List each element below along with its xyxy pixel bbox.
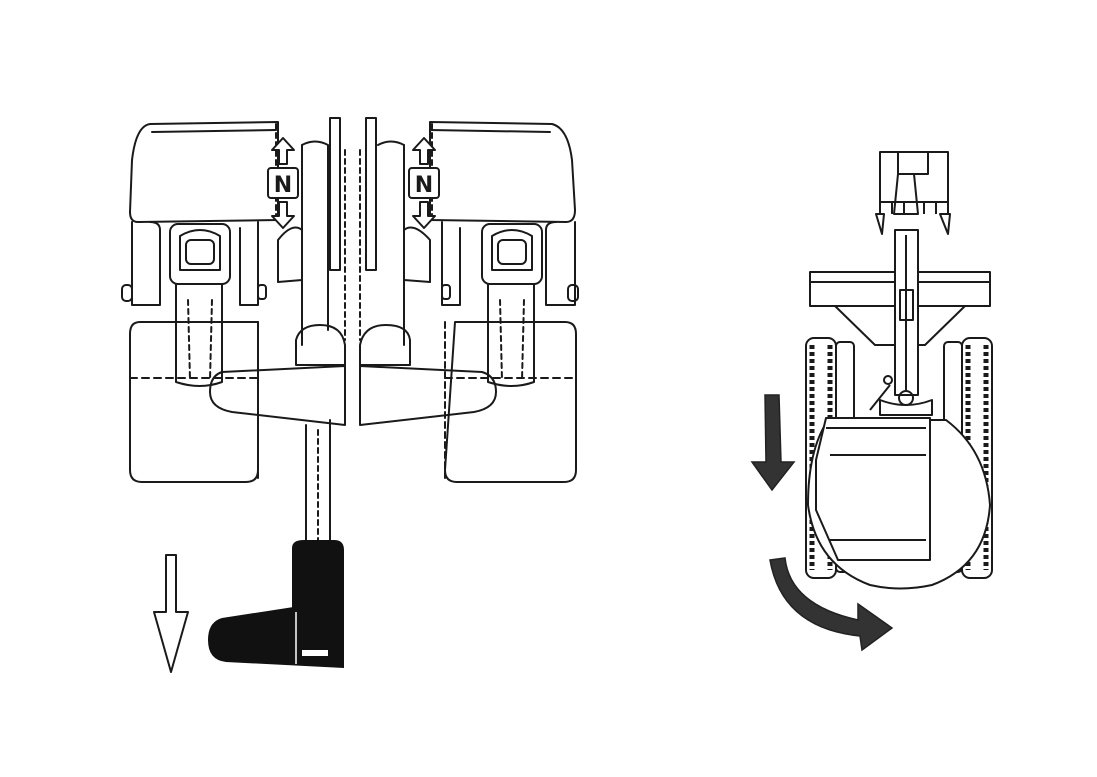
- right-lever-joint: [481, 223, 543, 387]
- excavator-top-view: [805, 151, 993, 590]
- right-neutral-mark: N: [415, 173, 433, 198]
- right-base-block: [444, 321, 577, 483]
- left-neutral-mark: N: [274, 173, 292, 198]
- left-pedal: [209, 365, 346, 426]
- operator-cab: [815, 417, 931, 561]
- right-neutral-indicator: [408, 137, 440, 229]
- left-up-arrow-icon: [271, 137, 295, 165]
- turn-arrow-icon: [769, 557, 894, 652]
- left-down-arrow-icon: [271, 201, 295, 229]
- press-down-arrow-icon: [153, 554, 189, 673]
- pressed-pedal-foot: [208, 606, 344, 668]
- pressed-pedal-grip: [292, 540, 344, 608]
- left-neutral-indicator: [267, 137, 299, 229]
- right-pedal: [359, 365, 497, 426]
- right-housing: [429, 121, 576, 223]
- left-lever-joint: [169, 223, 231, 387]
- left-base-block: [129, 321, 259, 483]
- pressed-pedal: [208, 540, 344, 668]
- left-housing: [129, 121, 279, 223]
- bucket: [875, 151, 951, 235]
- right-up-arrow-icon: [412, 137, 436, 165]
- right-down-arrow-icon: [412, 201, 436, 229]
- control-console: [121, 117, 579, 549]
- travel-down-arrow-icon: [750, 394, 796, 492]
